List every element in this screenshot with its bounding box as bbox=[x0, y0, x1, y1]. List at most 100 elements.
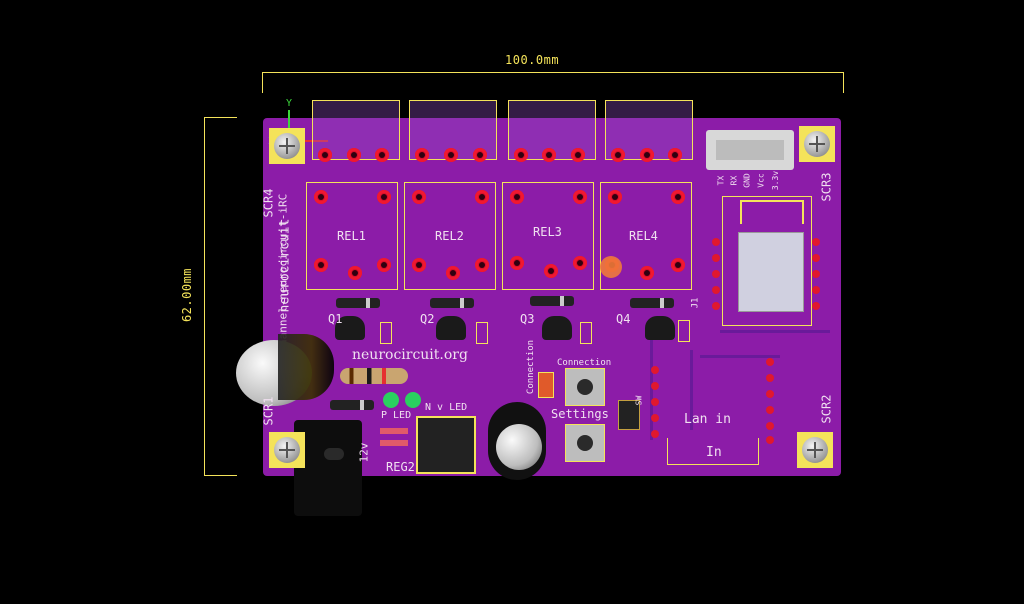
relay-pad bbox=[348, 266, 362, 280]
p-led-label: P LED bbox=[381, 410, 412, 421]
module-pin bbox=[712, 238, 720, 246]
trace bbox=[650, 340, 653, 440]
relay-pad bbox=[510, 190, 524, 204]
screw-scr3[interactable] bbox=[799, 126, 835, 162]
terminal-pad bbox=[375, 148, 389, 162]
header-j1-label: J1 bbox=[690, 297, 701, 309]
relay-3[interactable]: REL3 bbox=[502, 182, 594, 290]
screw-scr2[interactable] bbox=[797, 432, 833, 468]
terminal-pad bbox=[514, 148, 528, 162]
relay-pad bbox=[573, 190, 587, 204]
relay-pad bbox=[671, 258, 685, 272]
relay-label: REL2 bbox=[435, 229, 464, 243]
pin-label-gnd: GND bbox=[742, 173, 752, 188]
jumper-header[interactable] bbox=[618, 400, 640, 430]
transistor-label: Q1 bbox=[328, 312, 343, 326]
header-pin bbox=[651, 414, 659, 422]
transistor-label: Q3 bbox=[520, 312, 535, 326]
capacitor-body bbox=[278, 334, 334, 400]
button-cap bbox=[577, 379, 593, 395]
transistor-q2[interactable] bbox=[436, 316, 466, 340]
screw-scr4[interactable] bbox=[269, 128, 305, 164]
height-dimension-label: 62.00mm bbox=[180, 267, 195, 323]
relay-pad bbox=[510, 256, 524, 270]
header-pin bbox=[766, 374, 774, 382]
relay-pad bbox=[671, 190, 685, 204]
module-pin bbox=[712, 302, 720, 310]
p-led bbox=[383, 392, 399, 408]
header-pin bbox=[766, 406, 774, 414]
relay-4[interactable]: REL4 bbox=[600, 182, 692, 290]
diode bbox=[336, 298, 380, 308]
axis-y-line bbox=[288, 110, 290, 140]
module-pin bbox=[712, 286, 720, 294]
relay-2[interactable]: REL2 bbox=[404, 182, 496, 290]
transistor-q3[interactable] bbox=[542, 316, 572, 340]
trace bbox=[700, 355, 780, 358]
terminal-pad bbox=[318, 148, 332, 162]
terminal-pad bbox=[415, 148, 429, 162]
relay-pad bbox=[446, 266, 460, 280]
pin-label-rx: RX bbox=[729, 175, 739, 186]
trace bbox=[720, 330, 830, 333]
relay-pad bbox=[475, 190, 489, 204]
settings-button[interactable] bbox=[565, 424, 605, 462]
connection-led-label: Connection bbox=[526, 339, 537, 395]
header-pin bbox=[766, 436, 774, 444]
screw-label-scr2: SCR2 bbox=[819, 394, 834, 424]
terminal-pad bbox=[473, 148, 487, 162]
n-led-label: N v LED bbox=[425, 402, 468, 413]
screw-label-scr4: SCR4 bbox=[261, 188, 276, 218]
header-pin bbox=[651, 382, 659, 390]
relay-label: REL1 bbox=[337, 229, 366, 243]
power-jack[interactable] bbox=[294, 420, 362, 516]
n-led bbox=[405, 392, 421, 408]
relay-label: REL4 bbox=[629, 229, 658, 243]
transistor-label: Q2 bbox=[420, 312, 435, 326]
cursor-highlight bbox=[600, 256, 622, 278]
lan-in-outline bbox=[667, 438, 759, 465]
smd-pad bbox=[380, 440, 408, 446]
transistor-label: Q4 bbox=[616, 312, 631, 326]
relay-pad bbox=[608, 190, 622, 204]
header-pin bbox=[651, 430, 659, 438]
settings-button-label: Settings bbox=[551, 407, 609, 421]
lan-in-label: Lan in bbox=[684, 412, 731, 427]
diode bbox=[330, 400, 374, 410]
module-pin bbox=[812, 302, 820, 310]
diode bbox=[530, 296, 574, 306]
relay-pad bbox=[412, 190, 426, 204]
screw-label-scr3: SCR3 bbox=[819, 172, 834, 202]
resistor-smd bbox=[380, 322, 392, 344]
voltage-regulator[interactable] bbox=[416, 416, 476, 474]
transistor-q1[interactable] bbox=[335, 316, 365, 340]
module-pin bbox=[712, 270, 720, 278]
relay-pad bbox=[314, 190, 328, 204]
module-pin bbox=[812, 286, 820, 294]
diode bbox=[630, 298, 674, 308]
pin-label-tx: TX bbox=[716, 175, 726, 186]
axis-x-line bbox=[288, 140, 328, 142]
connection-button[interactable] bbox=[565, 368, 605, 406]
screw-scr1[interactable] bbox=[269, 432, 305, 468]
resistor-smd bbox=[580, 322, 592, 344]
voltage-label: 12v bbox=[357, 442, 371, 463]
pin-label-vcc: Vcc bbox=[756, 173, 766, 188]
jumper-label: SW bbox=[634, 395, 644, 406]
relay-pad bbox=[573, 256, 587, 270]
connection-led bbox=[538, 372, 554, 398]
transistor-q4[interactable] bbox=[645, 316, 675, 340]
header-pin bbox=[766, 422, 774, 430]
resistor bbox=[340, 368, 408, 384]
relay-1[interactable]: REL1 bbox=[306, 182, 398, 290]
resistor-smd bbox=[678, 320, 690, 342]
regulator-label: REG2 bbox=[386, 460, 415, 474]
terminal-pad bbox=[347, 148, 361, 162]
trace bbox=[690, 350, 693, 430]
terminal-pad bbox=[611, 148, 625, 162]
relay-label: REL3 bbox=[533, 225, 562, 239]
relay-pad bbox=[412, 258, 426, 272]
relay-pad bbox=[475, 258, 489, 272]
header-pin bbox=[766, 390, 774, 398]
button-cap bbox=[577, 435, 593, 451]
